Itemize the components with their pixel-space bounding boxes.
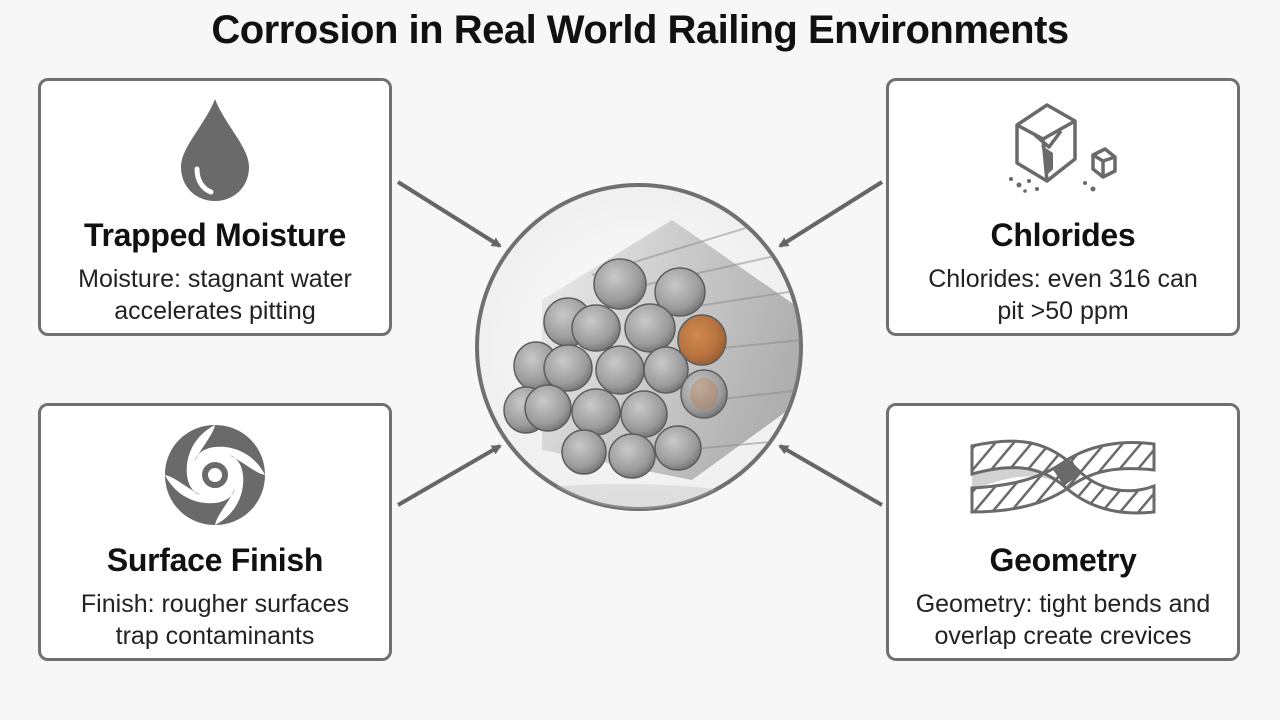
swirl-icon xyxy=(41,420,389,530)
card-description: Chlorides: even 316 can pit >50 ppm xyxy=(928,265,1198,325)
hatched-overlap-icon xyxy=(889,420,1237,530)
card-trapped-moisture: Trapped Moisture Moisture: stagnant wate… xyxy=(38,78,392,336)
arrow-finish xyxy=(396,444,502,507)
card-title: Geometry xyxy=(989,542,1137,578)
wire-rope-image xyxy=(472,180,806,514)
card-description: Finish: rougher surfaces trap contaminan… xyxy=(80,590,350,650)
card-title: Trapped Moisture xyxy=(84,217,346,253)
card-description: Geometry: tight bends and overlap create… xyxy=(915,590,1211,650)
arrow-chlorides xyxy=(778,180,884,248)
card-surface-finish: Surface Finish Finish: rougher surfaces … xyxy=(38,403,392,661)
card-chlorides: Chlorides Chlorides: even 316 can pit >5… xyxy=(886,78,1240,336)
card-title: Chlorides xyxy=(990,217,1136,253)
salt-crystal-icon xyxy=(889,95,1237,205)
card-geometry: Geometry Geometry: tight bends and overl… xyxy=(886,403,1240,661)
card-description: Moisture: stagnant water accelerates pit… xyxy=(78,265,352,325)
arrow-moisture xyxy=(396,180,502,248)
water-drop-icon xyxy=(41,95,389,205)
card-title: Surface Finish xyxy=(106,542,324,578)
arrow-geometry xyxy=(778,444,884,507)
page-title: Corrosion in Real World Railing Environm… xyxy=(211,8,1069,52)
